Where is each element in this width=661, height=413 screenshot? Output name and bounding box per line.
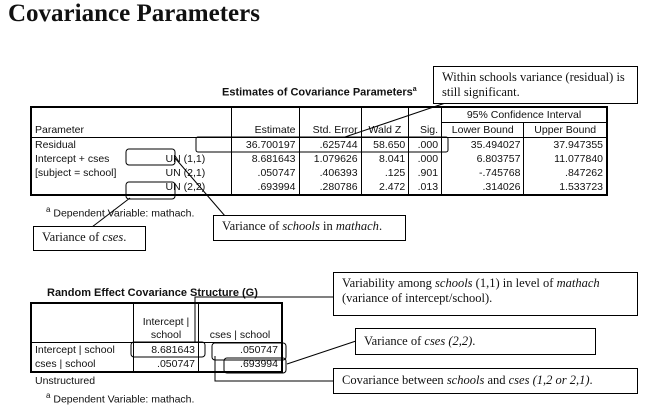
estimate-cell: .693994 (230, 180, 299, 195)
sub-cell (163, 138, 232, 153)
estimate-cell: 36.700197 (230, 137, 299, 152)
col-header: Wald Z (360, 122, 409, 138)
upper-cell: 11.077840 (523, 152, 607, 166)
callout-cses-22: Variance of cses (2,2). (355, 328, 596, 355)
upper-cell: .847262 (523, 166, 607, 180)
estimate-cell: 8.681643 (230, 152, 299, 166)
table1-title-text: Estimates of Covariance Parameters (222, 86, 413, 99)
text: . (472, 334, 476, 348)
footnote-text: Dependent Variable: mathach. (53, 207, 195, 220)
col-header: Std. Error (298, 122, 362, 138)
footnote-text: Dependent Variable: mathach. (53, 393, 195, 406)
param-cell: Intercept + cses (35, 153, 110, 165)
param-cell (31, 180, 163, 195)
text: Variance of (364, 334, 425, 348)
text: Variability among (342, 276, 436, 290)
callout-cses-variance: Variance of cses. (33, 226, 146, 251)
ci-header: 95% Confidence Interval (441, 107, 607, 123)
page-title: Covariance Parameters (8, 0, 260, 27)
col-header: Upper Bound (523, 122, 607, 138)
callout-schools-variance: Variance of schools in mathach. (213, 215, 406, 241)
callout-residual: Within schools variance (residual) is st… (433, 66, 638, 104)
wald-z-cell: 8.041 (360, 152, 409, 166)
table2-footnote: a Dependent Variable: mathach. (46, 391, 194, 406)
upper-cell: 1.533723 (523, 180, 607, 195)
sig-cell: .013 (408, 180, 442, 195)
value-cell: .050747 (133, 357, 199, 372)
table1-title: Estimates of Covariance Parametersa (222, 86, 417, 99)
callout-variability: Variability among schools (1,1) in level… (333, 272, 638, 316)
text: cses (102, 230, 124, 244)
wald-z-cell: 58.650 (360, 137, 409, 152)
col-header: Sig. (408, 122, 442, 138)
callout-covariance: Covariance between schools and cses (1,2… (333, 368, 638, 394)
text: cses (1,2 or 2,1) (508, 373, 590, 387)
text: (1,1) in level of (472, 276, 557, 290)
text: in (319, 219, 336, 233)
value-cell: .050747 (198, 342, 282, 357)
covariance-structure-table: Intercept | school cses | school Interce… (30, 302, 283, 373)
param-cell: Residual (35, 139, 76, 151)
text: Variance of (222, 219, 283, 233)
sub-cell: UN (2,1) (165, 167, 206, 179)
wald-z-cell: 2.472 (360, 180, 409, 195)
col-header: Lower Bound (441, 122, 524, 138)
param-cell: [subject = school] (35, 167, 117, 179)
sig-cell: .000 (408, 152, 442, 166)
footnote-marker: a (46, 205, 51, 214)
estimate-cell: .050747 (230, 166, 299, 180)
text: mathach (556, 276, 600, 290)
text: Variance of (42, 230, 103, 244)
col-header: cses | school (198, 303, 282, 343)
text: schools (446, 373, 485, 387)
table-row: Intercept | school 8.681643 .050747 (31, 342, 282, 357)
std-error-cell: .280786 (298, 180, 362, 195)
structure-label: Unstructured (35, 375, 96, 387)
lower-cell: .314026 (441, 180, 524, 195)
footnote-marker: a (46, 391, 51, 400)
upper-cell: 37.947355 (523, 137, 607, 152)
value-cell: 8.681643 (133, 342, 199, 357)
lower-cell: -.745768 (441, 166, 524, 180)
text: . (123, 230, 127, 244)
sub-cell: UN (1,1) (165, 153, 206, 165)
table-row: [subject = school] UN (2,1) .050747.40639… (31, 166, 607, 180)
col-header: Intercept | school (133, 303, 199, 343)
table1-footnote: a Dependent Variable: mathach. (46, 205, 194, 220)
covariance-estimates-table: 95% Confidence Interval Parameter Estima… (30, 106, 608, 196)
sig-cell: .901 (408, 166, 442, 180)
text: schools (435, 276, 473, 290)
value-cell: .693994 (198, 357, 282, 372)
std-error-cell: .406393 (298, 166, 362, 180)
header-row: Intercept | school cses | school (31, 303, 282, 343)
lower-cell: 6.803757 (441, 152, 524, 166)
table2-title: Random Effect Covariance Structure (G) (47, 287, 258, 299)
sig-cell: .000 (408, 137, 442, 152)
text: schools (282, 219, 320, 233)
text: . (589, 373, 593, 387)
footnote-marker: a (412, 86, 417, 93)
std-error-cell: .625744 (298, 137, 362, 152)
text: (variance of intercept/school). (342, 291, 493, 305)
lower-cell: 35.494027 (441, 137, 524, 152)
row-label: Intercept | school (35, 344, 115, 356)
std-error-cell: 1.079626 (298, 152, 362, 166)
text: cses (2,2) (424, 334, 473, 348)
header-row: Parameter Estimate Std. Error Wald Z Sig… (31, 122, 607, 138)
wald-z-cell: .125 (360, 166, 409, 180)
text: and (484, 373, 509, 387)
sub-cell: UN (2,2) (165, 181, 206, 193)
text: . (378, 219, 383, 233)
table-row: cses | school .050747 .693994 (31, 357, 282, 372)
col-header: Parameter (31, 122, 232, 138)
text: Covariance between (342, 373, 447, 387)
col-header: Estimate (230, 122, 299, 138)
row-label: cses | school (35, 358, 96, 370)
text: mathach (335, 219, 379, 233)
